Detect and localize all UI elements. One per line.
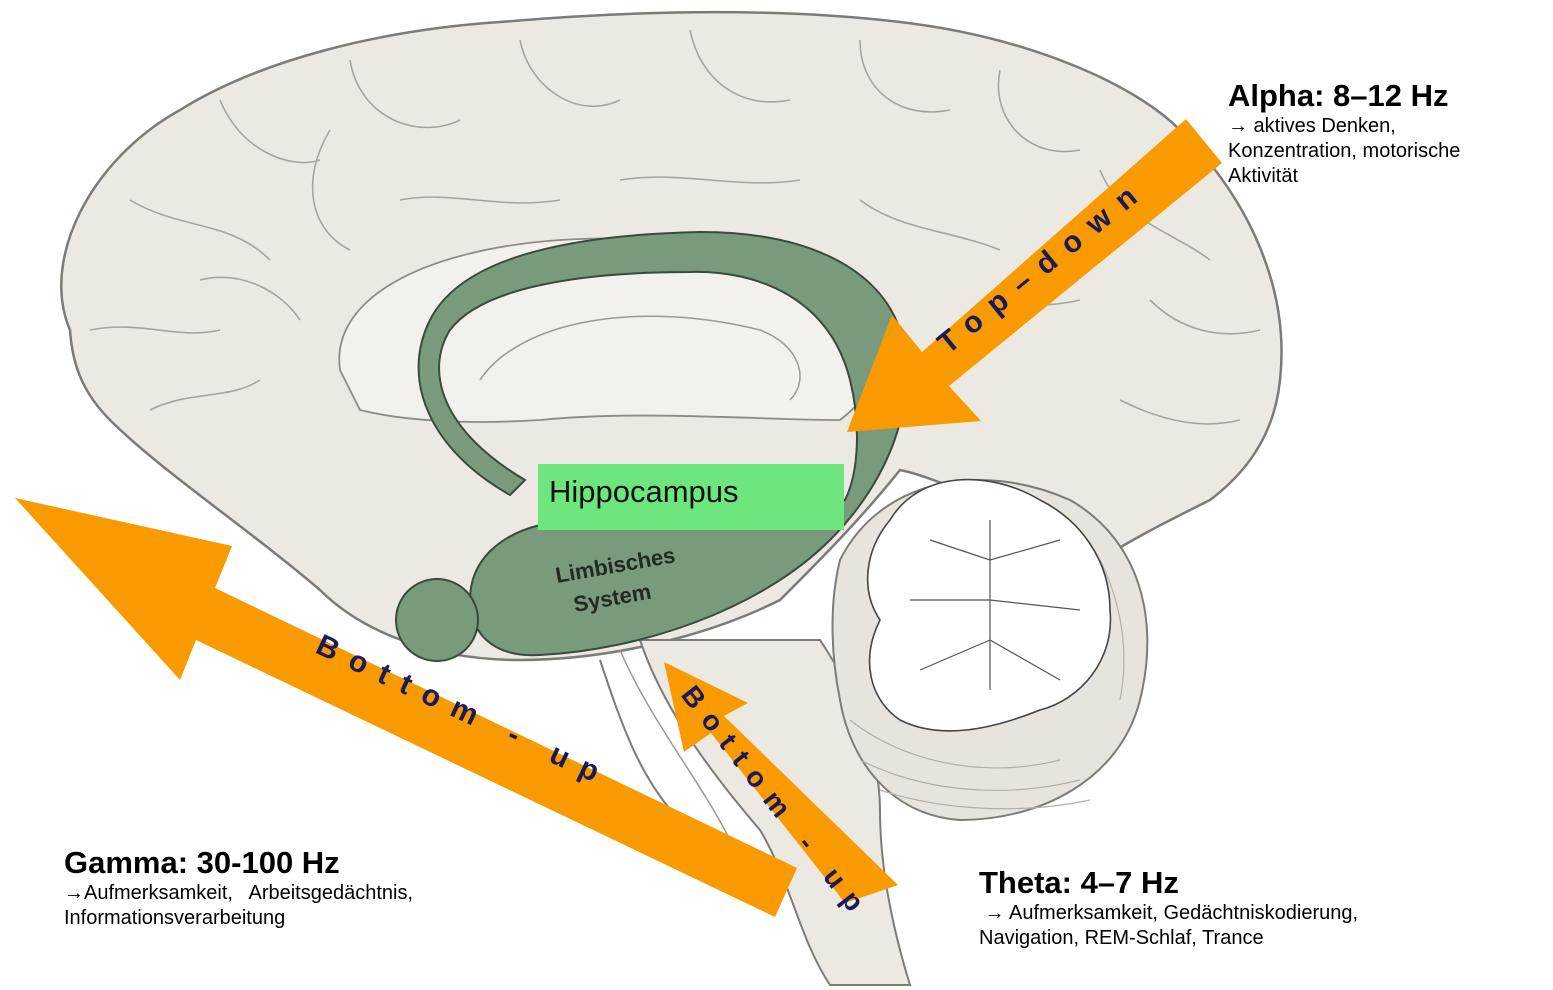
amygdala [396, 579, 478, 661]
theta-desc-line2: Navigation, REM-Schlaf, Trance [979, 926, 1358, 951]
gamma-title: Gamma: 30-100 Hz [64, 845, 413, 881]
theta-desc-line1: → Aufmerksamkeit, Gedächtniskodierung, [979, 901, 1358, 926]
gamma-band-info: Gamma: 30-100 Hz →Aufmerksamkeit, Arbeit… [64, 845, 413, 931]
alpha-desc-line2: Konzentration, motorische [1228, 139, 1460, 164]
theta-title: Theta: 4–7 Hz [979, 865, 1358, 901]
alpha-desc-line1: → aktives Denken, [1228, 114, 1460, 139]
alpha-band-info: Alpha: 8–12 Hz → aktives Denken, Konzent… [1228, 78, 1460, 189]
alpha-title: Alpha: 8–12 Hz [1228, 78, 1460, 114]
gamma-desc-line1: →Aufmerksamkeit, Arbeitsgedächtnis, [64, 881, 413, 906]
alpha-desc-line3: Aktivität [1228, 164, 1460, 189]
gamma-desc-line2: Informationsverarbeitung [64, 906, 413, 931]
hippocampus-label: Hippocampus [549, 474, 739, 510]
theta-band-info: Theta: 4–7 Hz → Aufmerksamkeit, Gedächtn… [979, 865, 1358, 951]
